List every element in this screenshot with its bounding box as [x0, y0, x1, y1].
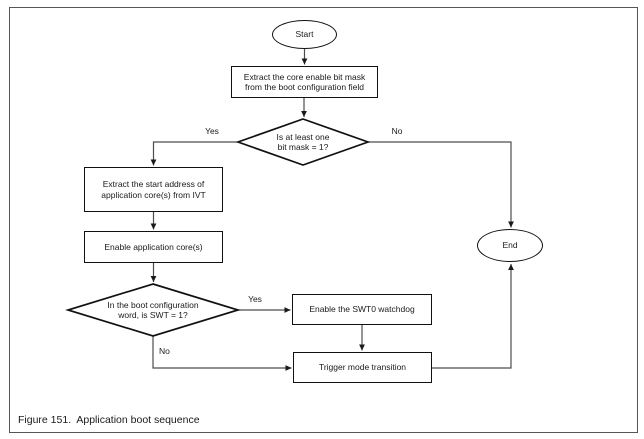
process-enable-cores: Enable application core(s) — [84, 231, 223, 263]
edge-trigger-to-end — [432, 263, 514, 369]
decision-bit-mask-shape — [235, 118, 371, 166]
edge-decision-swt-no-to-trigger — [152, 336, 292, 371]
label-decision2-no: No — [159, 346, 170, 356]
decision-swt-shape — [65, 283, 241, 337]
process-extract-bit-mask: Extract the core enable bit mask from th… — [231, 66, 378, 98]
process-enable-swt-watchdog-label: Enable the SWT0 watchdog — [309, 304, 415, 315]
figure-caption: Figure 151. Application boot sequence — [18, 414, 200, 426]
process-extract-bit-mask-line2: from the boot configuration field — [244, 82, 365, 92]
decision-bit-mask-line1: Is at least one — [276, 131, 330, 142]
decision-bit-mask-line2: bit mask = 1? — [277, 142, 329, 152]
edge-decision-yes-to-extract-address — [150, 141, 238, 166]
process-extract-bit-mask-line1: Extract the core enable bit mask — [243, 71, 366, 82]
end-node-label: End — [502, 240, 518, 251]
label-decision1-no: No — [391, 126, 403, 136]
process-enable-swt-watchdog: Enable the SWT0 watchdog — [292, 294, 432, 325]
process-enable-cores-label: Enable application core(s) — [104, 241, 203, 252]
decision-swt-line1: In the boot configuration — [107, 299, 199, 310]
label-decision1-yes: Yes — [205, 126, 219, 136]
process-extract-start-address-line2: application core(s) from IVT — [101, 189, 206, 200]
start-node: Start — [272, 20, 337, 49]
start-node-label: Start — [295, 29, 314, 40]
label-decision2-yes: Yes — [248, 294, 262, 304]
process-extract-start-address: Extract the start address of application… — [84, 167, 223, 212]
edge-decision-no-to-end — [368, 141, 514, 228]
figure-border — [9, 7, 638, 433]
end-node: End — [477, 229, 543, 262]
process-trigger-mode-transition: Trigger mode transition — [293, 352, 432, 383]
decision-swt-label: In the boot configuration word, is SWT =… — [90, 297, 216, 323]
decision-bit-mask-label: Is at least one bit mask = 1? — [245, 129, 361, 155]
process-extract-start-address-line1: Extract the start address of — [102, 179, 205, 189]
decision-swt-line2: word, is SWT = 1? — [118, 310, 188, 320]
process-trigger-mode-transition-label: Trigger mode transition — [318, 362, 407, 373]
